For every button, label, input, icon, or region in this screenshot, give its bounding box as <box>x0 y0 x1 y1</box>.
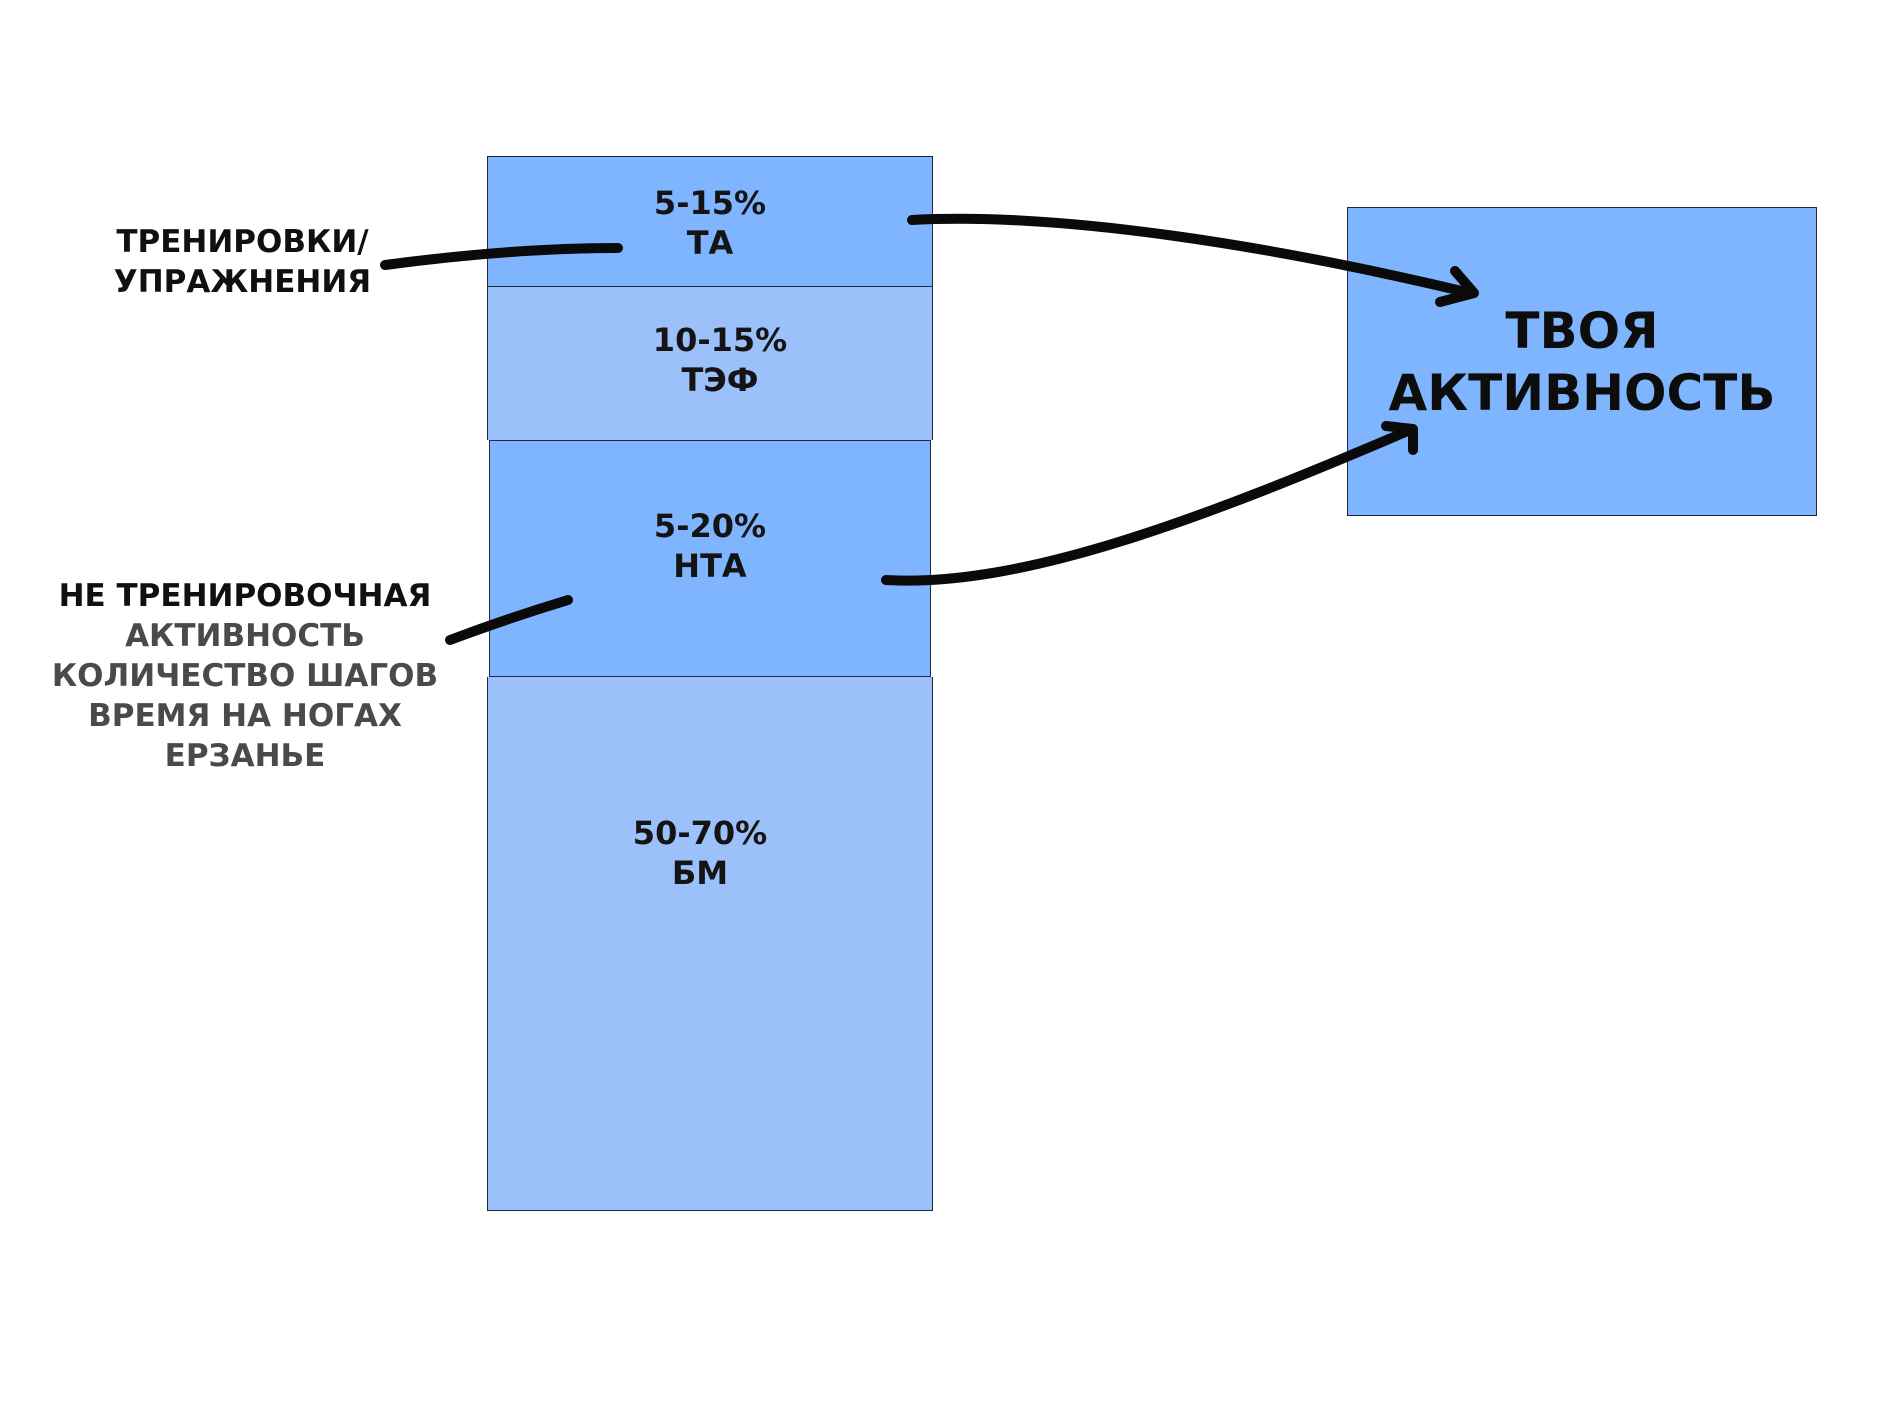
label-training-line-1: ТРЕНИРОВКИ/ <box>116 224 369 260</box>
layer-tef: 10-15% ТЭФ <box>487 287 933 440</box>
layer-bm-abbr: БМ <box>671 853 729 892</box>
label-training-line-2: УПРАЖНЕНИЯ <box>113 264 372 300</box>
layer-tef-percent: 10-15% <box>652 320 788 359</box>
layer-nta-percent: 5-20% <box>653 507 767 545</box>
layer-ta-percent: 5-15% <box>653 183 767 222</box>
layer-ta-abbr: ТА <box>686 223 734 262</box>
layer-ta: 5-15% ТА <box>487 156 933 287</box>
layer-nta: 5-20% НТА <box>489 440 931 677</box>
label-training: ТРЕНИРОВКИ/ УПРАЖНЕНИЯ <box>100 222 385 302</box>
label-non-training-line-5: ЕРЗАНЬЕ <box>164 738 326 774</box>
layer-bm-percent: 50-70% <box>632 813 768 852</box>
target-line-2: АКТИВНОСТЬ <box>1388 363 1776 422</box>
label-non-training-line-3: КОЛИЧЕСТВО ШАГОВ <box>51 658 439 694</box>
nta-to-target-arrow <box>881 425 1415 586</box>
energy-stack: 5-15% ТА 10-15% ТЭФ 5-20% НТА 50-70% БМ <box>487 156 933 1211</box>
target-activity-box: ТВОЯ АКТИВНОСТЬ <box>1347 207 1817 516</box>
label-non-training-line-4: ВРЕМЯ НА НОГАХ <box>88 698 402 734</box>
layer-bm: 50-70% БМ <box>487 677 933 1211</box>
label-non-training-heading: НЕ ТРЕНИРОВОЧНАЯ <box>58 578 432 614</box>
label-non-training: НЕ ТРЕНИРОВОЧНАЯ АКТИВНОСТЬ КОЛИЧЕСТВО Ш… <box>50 576 440 776</box>
layer-nta-abbr: НТА <box>673 547 747 585</box>
label-non-training-line-2: АКТИВНОСТЬ <box>125 618 365 654</box>
target-line-1: ТВОЯ <box>1505 301 1659 360</box>
layer-tef-abbr: ТЭФ <box>681 360 759 399</box>
